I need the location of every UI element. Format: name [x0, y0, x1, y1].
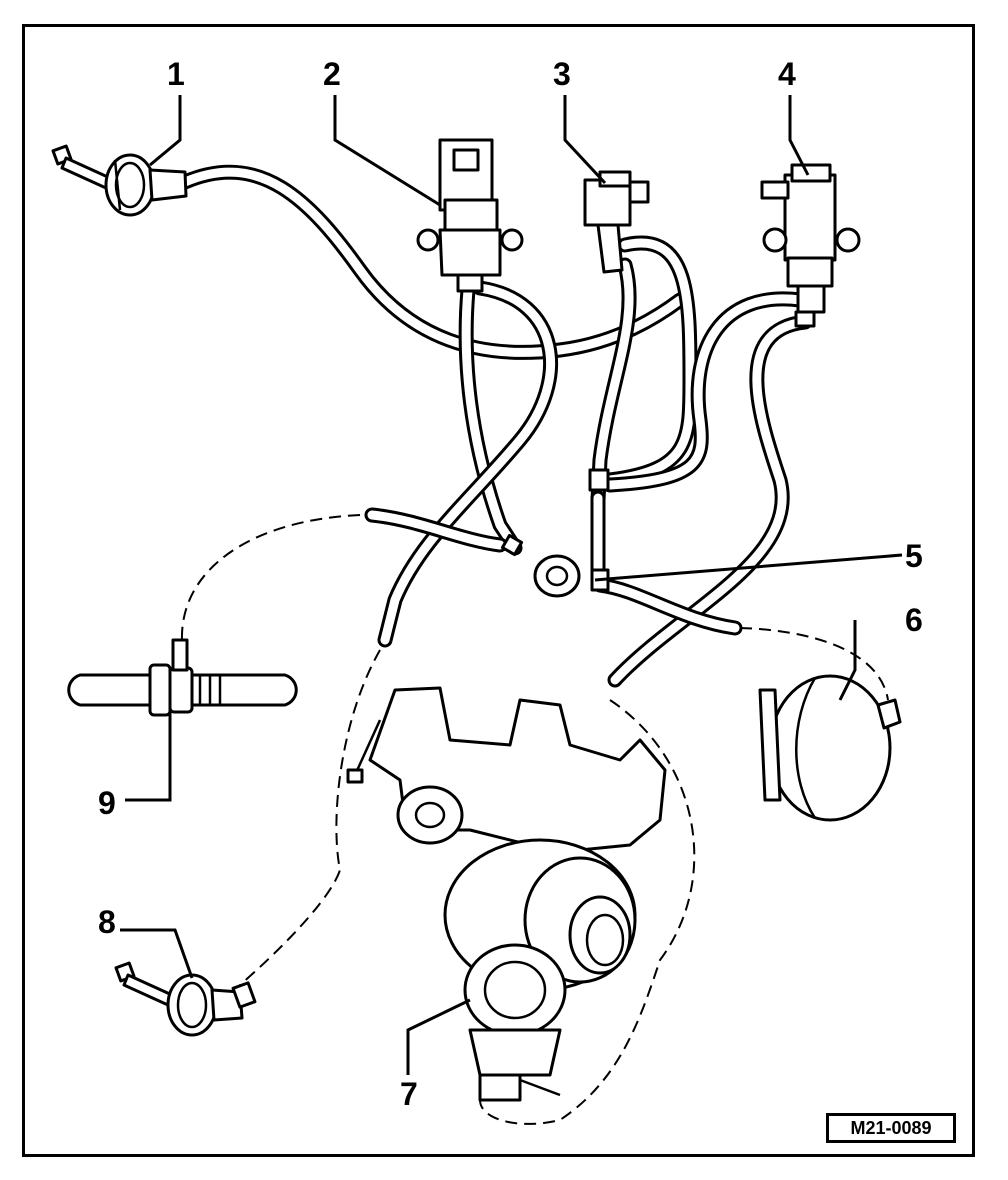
callout-4: 4 [778, 56, 796, 92]
hose-connector-5-icon [500, 468, 610, 598]
reference-code: M21-0089 [826, 1113, 956, 1143]
solenoid-valve-2-icon [416, 138, 524, 293]
callout-leader-lines [120, 95, 903, 1075]
diagram-frame [22, 24, 975, 1157]
dashed-connection-lines [180, 514, 889, 1125]
pressure-converter-4-icon [760, 163, 861, 328]
valve-3-icon [583, 170, 650, 274]
vacuum-reservoir-6-icon [758, 674, 902, 822]
vacuum-line-9-icon [67, 638, 298, 717]
callout-5: 5 [905, 538, 923, 574]
callout-2: 2 [323, 56, 341, 92]
vacuum-unit-1-icon [51, 144, 188, 217]
callout-8: 8 [98, 904, 116, 940]
callout-3: 3 [553, 56, 571, 92]
vacuum-unit-8-icon [114, 961, 257, 1037]
turbocharger-7-icon [346, 686, 667, 1102]
vacuum-hoses [177, 164, 813, 688]
callout-9: 9 [98, 785, 116, 821]
callout-6: 6 [905, 602, 923, 638]
callout-1: 1 [167, 56, 185, 92]
callout-7: 7 [400, 1076, 418, 1112]
